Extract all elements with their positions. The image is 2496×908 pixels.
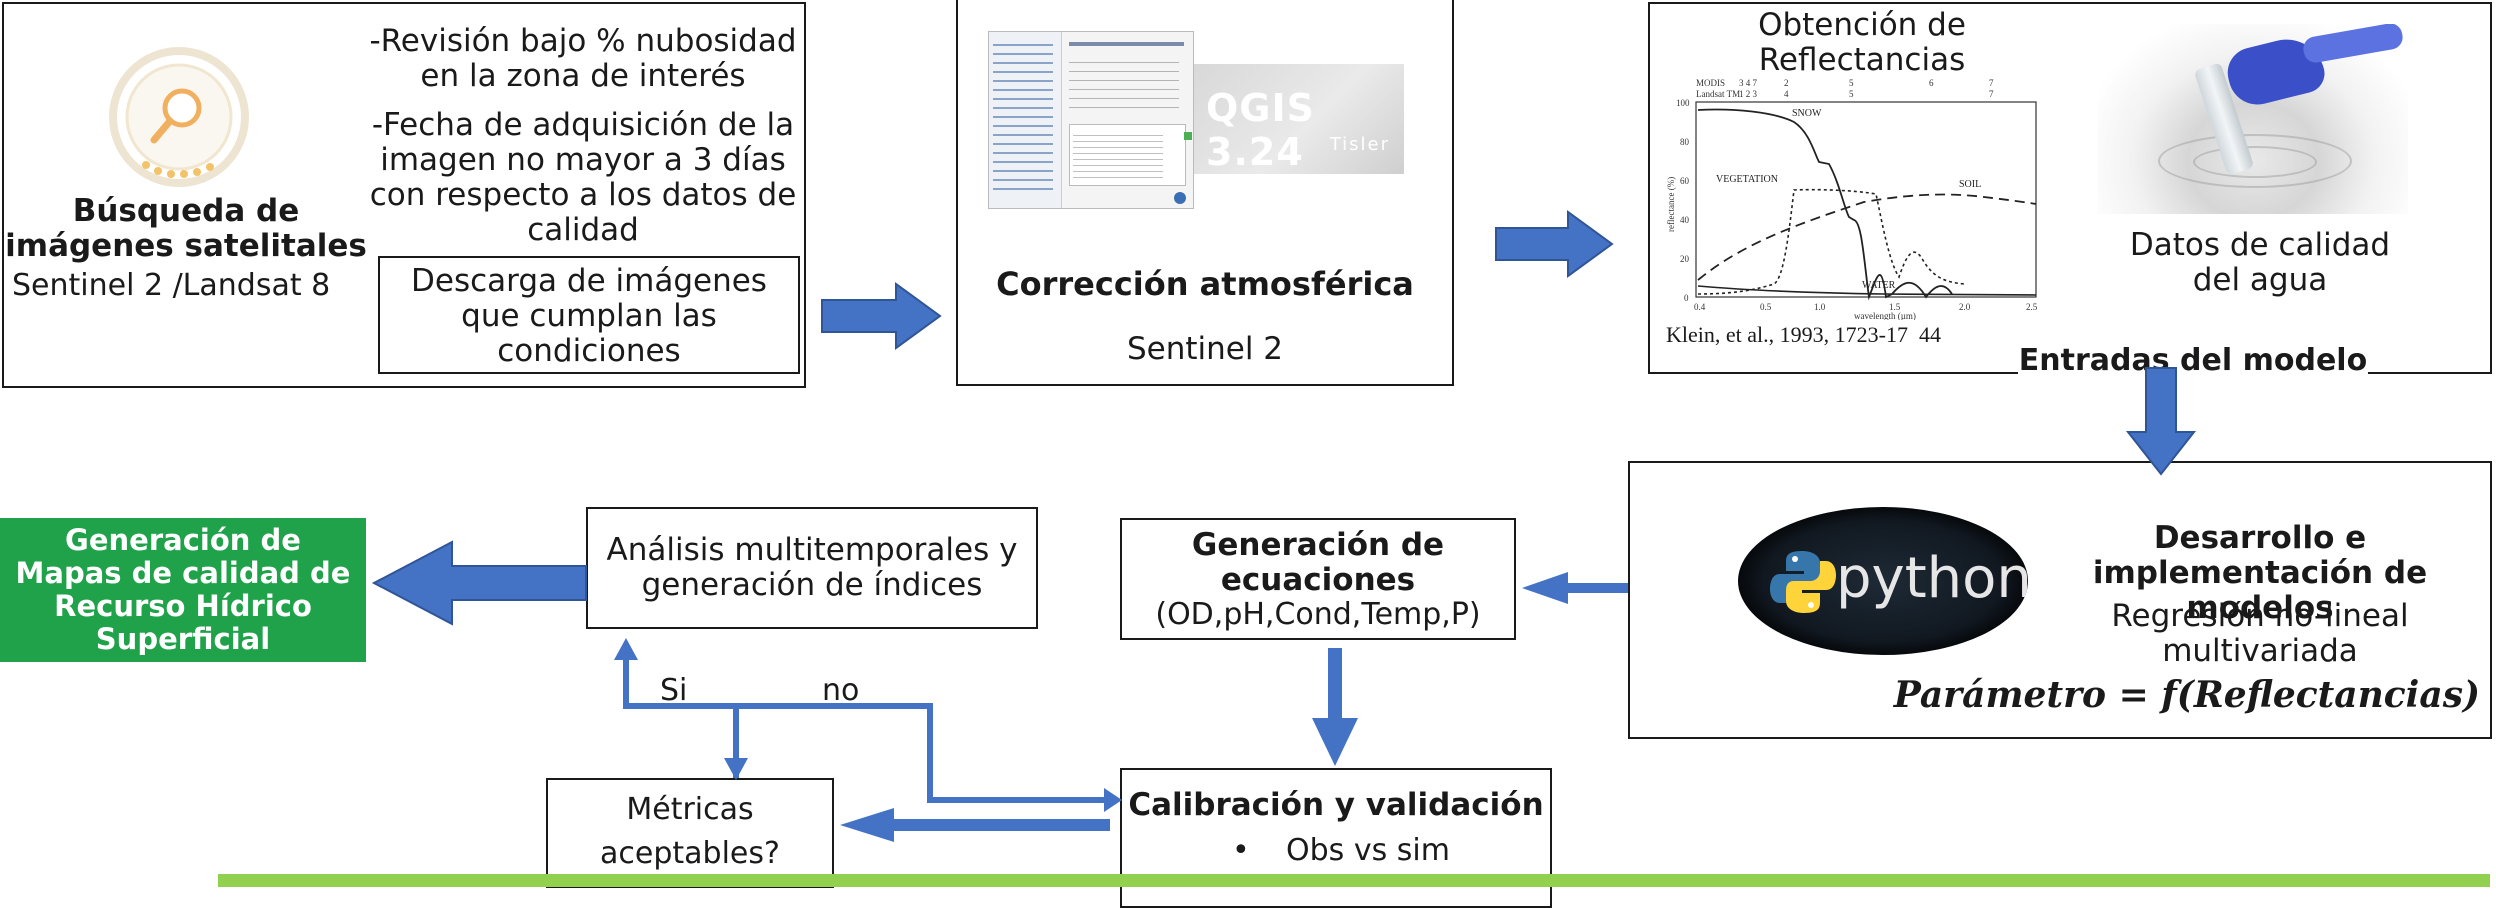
- python-logo-text: python: [1836, 546, 2028, 611]
- xtick-5: 2.5: [2026, 302, 2038, 312]
- metrics-label: Métricas aceptables?: [600, 792, 780, 871]
- calibration-item: Obs vs sim: [1286, 833, 1450, 868]
- qgis-logo-text: QGIS 3.24: [1206, 86, 1316, 174]
- chart-xlabel: wavelength (µm): [1854, 311, 1916, 320]
- magnifier-icon: [109, 47, 249, 187]
- formula-right: f(Reflectancias): [2161, 674, 2480, 716]
- arrow-calibration-to-metrics: [890, 819, 1110, 831]
- download-label: Descarga de imágenes que cumplan las con…: [411, 263, 767, 369]
- atmos-subtitle: Sentinel 2: [1126, 331, 1284, 367]
- svg-text:5: 5: [1849, 89, 1854, 99]
- chart-ylabel: reflectance (%): [1666, 177, 1676, 232]
- arrow-inputs-to-model: [2125, 367, 2197, 476]
- bottom-bar: [218, 874, 2490, 887]
- citation: Klein, et al., 1993, 1723-17 44: [1666, 322, 1941, 347]
- water-sample-photo: [2098, 24, 2408, 214]
- reflectance-title: Obtención de Reflectancias: [1758, 7, 1966, 78]
- arrow-search-to-atmos: [821, 282, 942, 350]
- model-formula: Parámetro = f(Reflectancias): [1810, 673, 2480, 718]
- band-row-landsat: Landsat TM: [1696, 89, 1740, 99]
- arrowhead-to-analysis: [614, 638, 638, 660]
- satellites-label: Sentinel 2 /Landsat 8: [12, 268, 331, 303]
- qgis-logo-sub: Tisler: [1329, 134, 1390, 155]
- svg-text:7: 7: [1989, 89, 1994, 99]
- ytick-0: 0: [1684, 293, 1689, 303]
- label-water: WATER: [1862, 280, 1896, 291]
- equations-params: (OD,pH,Cond,Temp,P): [1155, 597, 1481, 632]
- label-snow: SNOW: [1792, 108, 1822, 119]
- calibration-title: Calibración y validación: [1128, 787, 1544, 823]
- label-soil: SOIL: [1959, 179, 1981, 190]
- xtick-0: 0.4: [1694, 302, 1706, 312]
- ytick-60: 60: [1680, 176, 1690, 186]
- arrowhead-to-calibration: [1104, 788, 1122, 812]
- svg-text:7: 7: [1989, 78, 1994, 88]
- atmos-box: QGIS 3.24 Tisler Corrección atmosférica …: [956, 0, 1454, 386]
- snow-curve: [1697, 108, 1953, 301]
- spectral-chart: MODIS Landsat TM 3 4 7 2 5 6 7 1 2 3 4 5 7 0 20…: [1666, 78, 2038, 320]
- ytick-40: 40: [1680, 215, 1690, 225]
- equations-box: Generación de ecuaciones (OD,pH,Cond,Tem…: [1120, 518, 1516, 640]
- analysis-box: Análisis multitemporales y generación de…: [586, 507, 1038, 629]
- svg-text:2: 2: [1784, 78, 1789, 88]
- criterion-date: -Fecha de adquisición de la imagen no ma…: [369, 107, 797, 248]
- svg-text:3 4 7: 3 4 7: [1739, 78, 1758, 88]
- qgis-screenshot: [988, 31, 1194, 209]
- band-row-modis: MODIS: [1696, 78, 1725, 88]
- equations-title: Generación de ecuaciones: [1191, 527, 1445, 598]
- loop-no-line: [736, 703, 1112, 803]
- output-label: Generación de Mapas de calidad de Recurs…: [15, 523, 351, 656]
- arrow-equations-to-calibration: [1328, 648, 1342, 720]
- loop-yes-line: [623, 658, 739, 778]
- metrics-box: Métricas aceptables?: [546, 778, 834, 888]
- inputs-box: Obtención de Reflectancias MODIS Landsat…: [1648, 2, 2492, 378]
- arrow-atmos-to-inputs: [1495, 210, 1614, 278]
- arrow-model-to-equations: [1565, 583, 1628, 593]
- download-box: Descarga de imágenes que cumplan las con…: [378, 256, 800, 374]
- search-title: Búsqueda de imágenes satelitales: [5, 193, 367, 264]
- arrow-analysis-to-output: [371, 540, 587, 626]
- arrowhead-equations-to-calibration: [1312, 718, 1358, 766]
- python-logo: python: [1738, 507, 2028, 655]
- inputs-caption: Entradas del modelo: [2018, 343, 2368, 378]
- flow-arrows: [371, 210, 2197, 842]
- criterion-cloud: -Revisión bajo % nubosidad en la zona de…: [369, 23, 797, 94]
- ytick-80: 80: [1680, 137, 1690, 147]
- branch-no: no: [822, 673, 860, 708]
- model-box: python Desarrollo e implementación de mo…: [1628, 461, 2492, 739]
- arrowhead-model-to-equations: [1522, 572, 1568, 604]
- svg-text:1 2 3: 1 2 3: [1739, 89, 1758, 99]
- model-title: Desarrollo e implementación de modelos: [2092, 520, 2428, 626]
- formula-left: Parámetro =: [1893, 674, 2162, 716]
- ytick-100: 100: [1676, 98, 1690, 108]
- qgis-logo: QGIS 3.24 Tisler: [1194, 64, 1404, 174]
- water-quality-label: Datos de calidad del agua: [2129, 227, 2391, 298]
- xtick-3: 1.5: [1889, 302, 1901, 312]
- atmos-title: Corrección atmosférica: [996, 265, 1414, 303]
- xtick-1: 0.5: [1760, 302, 1772, 312]
- arrowhead-calibration-to-metrics: [840, 808, 894, 842]
- svg-text:6: 6: [1929, 78, 1934, 88]
- ytick-20: 20: [1680, 254, 1690, 264]
- search-box: Búsqueda de imágenes satelitales Sentine…: [2, 2, 806, 388]
- soil-curve: [1697, 193, 2037, 281]
- branch-yes: Si: [660, 673, 688, 708]
- xtick-2: 1.0: [1814, 302, 1826, 312]
- svg-text:5: 5: [1849, 78, 1854, 88]
- label-vegetation: VEGETATION: [1716, 174, 1778, 185]
- python-snake-icon: [1770, 551, 1836, 613]
- vegetation-curve: [1697, 188, 1965, 295]
- water-curve: [1697, 285, 2037, 296]
- analysis-label: Análisis multitemporales y generación de…: [606, 532, 1018, 603]
- model-method: Regresión no-lineal multivariada: [2111, 598, 2409, 669]
- output-box: Generación de Mapas de calidad de Recurs…: [0, 518, 366, 662]
- xtick-4: 2.0: [1959, 302, 1971, 312]
- svg-text:4: 4: [1784, 89, 1789, 99]
- arrowhead-to-metrics: [724, 758, 748, 780]
- calibration-bullet: •: [1232, 833, 1250, 868]
